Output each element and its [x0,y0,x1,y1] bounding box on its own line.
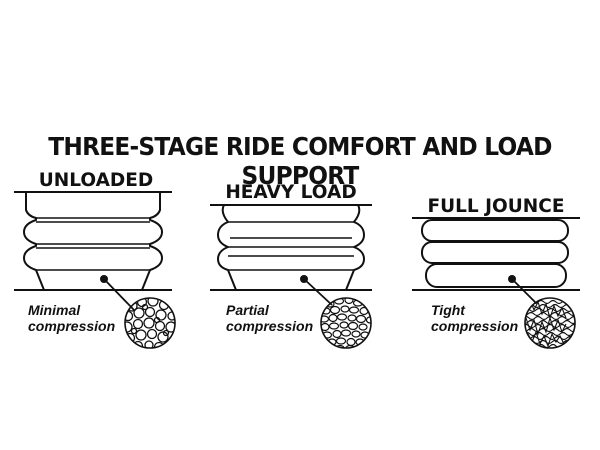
air-bellows-fold [425,263,567,288]
callout-leader [511,278,537,304]
stage-unloaded: UNLOADED Minimal compression [14,170,176,349]
air-bellows-fold [421,241,569,264]
caption-line-1: Minimal [28,302,81,318]
texture-circle-partial [321,298,371,348]
caption-line-2: compression [431,318,518,334]
callout-leader [103,278,135,311]
diagram-title: THREE-STAGE RIDE COMFORT AND LOAD SUPPOR… [48,132,552,190]
texture-circle-minimal [125,298,175,348]
stage-label-full-jounce: FULL JOUNCE [427,196,564,217]
air-bellows [23,192,163,291]
air-bellows [217,204,365,291]
texture-circle-outline [124,297,176,349]
callout-leader [303,278,333,306]
caption-line-1: Tight [431,302,466,318]
caption-line-2: compression [28,318,115,334]
air-bellows-fold [421,219,569,242]
caption-line-1: Partial [226,302,270,318]
stage-label-unloaded: UNLOADED [39,170,154,191]
stage-label-heavy-load: HEAVY LOAD [225,182,356,203]
stage-full-jounce: FULL JOUNCE [412,196,580,349]
texture-circle-outline [524,297,576,349]
caption-line-2: compression [226,318,313,334]
stage-heavy-load: HEAVY LOAD Partial compression [210,182,372,349]
texture-circle-outline [320,297,372,349]
